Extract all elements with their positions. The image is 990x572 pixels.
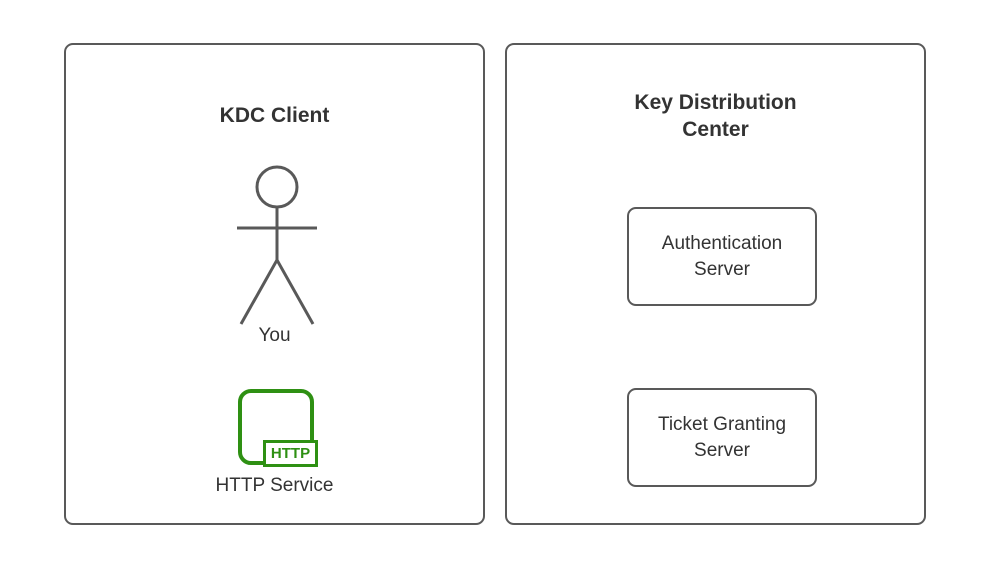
key-distribution-center-container: Key Distribution Center Authentication S… [505,43,926,525]
person-icon [237,165,317,325]
http-service-label: HTTP Service [215,475,334,496]
kdc-client-container: KDC Client You HTTP HTTP Service [64,43,485,525]
http-badge: HTTP [263,440,318,467]
authentication-server-label: Authentication Server [661,232,783,280]
kdc-title: Key Distribution Center [507,89,924,143]
kdc-client-title: KDC Client [66,102,483,129]
ticket-granting-server-label: Ticket Granting Server [657,413,787,461]
authentication-server-box: Authentication Server [627,207,817,306]
actor-label: You [258,325,291,346]
ticket-granting-server-box: Ticket Granting Server [627,388,817,487]
kdc-client-title-text: KDC Client [219,104,330,127]
kdc-title-text: Key Distribution Center [634,91,797,141]
